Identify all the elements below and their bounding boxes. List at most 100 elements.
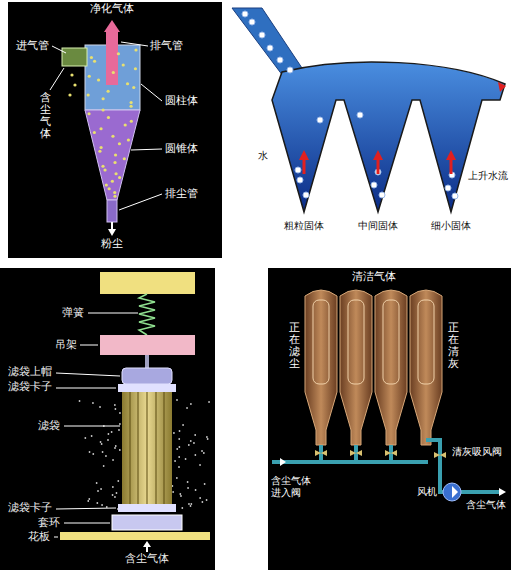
dust-dots [114, 404, 116, 406]
filter-bag-panel [118, 504, 176, 512]
dust-dots [112, 486, 114, 488]
dust-dots [187, 481, 189, 483]
dust-dots [107, 116, 110, 119]
part-label: 中间固体 [358, 220, 398, 232]
filter-chamber [410, 290, 442, 445]
dust-dots [114, 447, 116, 449]
dust-dots [113, 195, 116, 198]
dust-dots [206, 436, 208, 438]
bubbles [297, 177, 303, 183]
dust-dots [179, 493, 181, 495]
dust-dots [106, 506, 108, 508]
bubbles [317, 117, 323, 123]
part-label: 滤袋卡子 [8, 381, 52, 394]
dust-dots [113, 191, 116, 194]
leader-line [54, 313, 138, 537]
dust-dots [87, 500, 89, 502]
dust-dots [188, 503, 190, 505]
dust-dots [201, 501, 203, 503]
dust-dots [130, 101, 133, 104]
bubbles [249, 19, 255, 25]
dust-dots [176, 399, 178, 401]
dust-dots [111, 180, 114, 183]
dust-dots [114, 496, 116, 498]
dust-dots [90, 56, 93, 59]
dust-dots [111, 431, 113, 433]
leader-line [54, 537, 58, 538]
part-label: 正在滤尘 [289, 322, 300, 370]
filter-chamber [305, 290, 337, 445]
dust-dots [100, 441, 102, 443]
dust-dots [87, 93, 90, 96]
filter-bag-panel [60, 532, 210, 540]
dust-dots [195, 489, 197, 491]
dust-dots [114, 153, 117, 156]
dust-dots [91, 435, 93, 437]
dust-dots [102, 451, 104, 453]
dust-dots [102, 97, 105, 100]
filter-bag-panel [145, 355, 149, 368]
dust-dots [111, 135, 114, 138]
dust-dots [178, 446, 180, 448]
dust-dots [117, 480, 119, 482]
rising-arrow [299, 82, 506, 174]
rising-arrow [498, 82, 506, 92]
cyclone-panel [104, 20, 120, 32]
cyclone-panel [107, 200, 117, 222]
dust-dots [97, 78, 100, 81]
dust-dots [122, 63, 125, 66]
dust-dots [190, 503, 192, 505]
dust-dots [103, 168, 106, 171]
filter-chamber [410, 290, 442, 445]
filter-chamber [375, 290, 407, 445]
dust-dots [206, 499, 208, 501]
filter-bag-panel [122, 392, 172, 504]
bubbles [277, 57, 283, 63]
filter-bag-panel [143, 541, 151, 547]
baghouse-panel [280, 458, 286, 466]
part-label: 含尘气体 [466, 499, 506, 511]
leader-line [119, 194, 162, 210]
part-label: 净化气体 [90, 3, 134, 16]
bag-rib [130, 392, 131, 504]
classifier-panel [232, 8, 302, 80]
dust-dots [73, 83, 76, 86]
bubbles [379, 192, 385, 198]
valve [315, 450, 327, 456]
filter-bag-panel [139, 294, 155, 335]
filter-chamber [313, 300, 329, 384]
cyclone-panel [8, 2, 222, 258]
part-label: 排气管 [150, 40, 183, 53]
valve [385, 450, 397, 456]
dust-dots [119, 423, 121, 425]
bubbles [242, 11, 458, 199]
filter-bag-panel [100, 335, 195, 355]
dust-dots [173, 432, 175, 434]
part-label: 圆柱体 [165, 95, 198, 108]
dust-dots [129, 105, 132, 108]
bubbles [303, 192, 309, 198]
cyclone-panel [108, 229, 116, 236]
rising-arrow [303, 160, 306, 174]
dust-dots [93, 131, 96, 134]
dust-dots [176, 477, 178, 479]
dust-dots [179, 430, 181, 432]
valve [315, 450, 446, 458]
rising-arrow [299, 150, 309, 160]
baghouse-panel [268, 268, 511, 570]
dust-dots [70, 73, 73, 76]
dust-dots [68, 48, 137, 197]
valve [434, 452, 446, 458]
filter-bag-panel [118, 384, 176, 392]
dust-dots [172, 491, 174, 493]
pipe [272, 460, 428, 464]
part-label: 滤袋卡子 [8, 502, 52, 515]
dust-dots [208, 401, 210, 403]
bubbles [267, 45, 273, 51]
filter-bag-panel [122, 368, 172, 384]
dust-dots [87, 112, 90, 115]
part-label: 含尘气体 [125, 553, 169, 566]
dust-dots [132, 86, 135, 89]
dust-dots [182, 424, 184, 426]
part-label: 清洁气体 [352, 271, 396, 284]
